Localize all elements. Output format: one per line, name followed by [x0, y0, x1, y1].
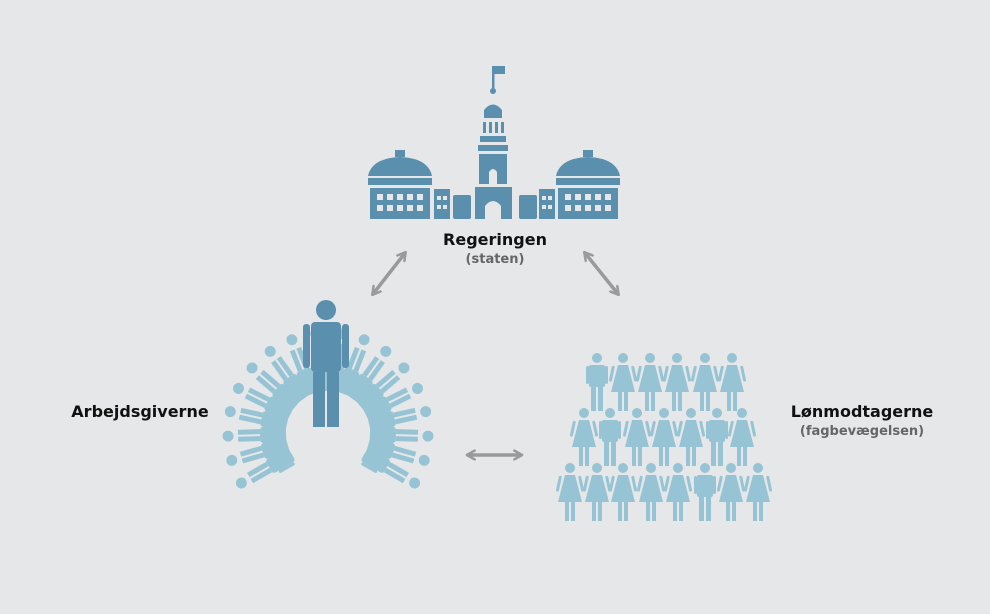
ring-person-icon — [246, 362, 302, 413]
woman-person-icon — [635, 353, 665, 411]
man-person-icon — [599, 408, 621, 466]
woman-person-icon — [636, 463, 666, 521]
employees-subtitle: (fagbevægelsen) — [799, 424, 925, 439]
woman-person-icon — [608, 463, 638, 521]
employers-title: Arbejdsgiverne — [71, 402, 209, 421]
woman-person-icon — [569, 408, 599, 466]
man-person-icon — [694, 463, 716, 521]
arrow-government-employees — [585, 253, 618, 294]
woman-person-icon — [608, 353, 638, 411]
employers-label: Arbejdsgiverne — [58, 402, 222, 421]
woman-person-icon — [662, 353, 692, 411]
woman-person-icon — [717, 353, 747, 411]
ring-person-icon — [369, 423, 434, 446]
ring-person-icon — [361, 446, 421, 489]
woman-person-icon — [716, 463, 746, 521]
woman-person-icon — [582, 463, 612, 521]
woman-person-icon — [727, 408, 757, 466]
employees-label: Lønmodtagerne (fagbevægelsen) — [778, 402, 946, 439]
man-person-icon — [586, 353, 608, 411]
woman-person-icon — [649, 408, 679, 466]
government-label: Regeringen (staten) — [412, 230, 578, 267]
employees-title: Lønmodtagerne — [790, 402, 934, 421]
woman-person-icon — [676, 408, 706, 466]
government-title: Regeringen — [443, 230, 547, 249]
employees-crowd-icon — [555, 353, 773, 521]
woman-person-icon — [555, 463, 585, 521]
arrow-government-employers — [373, 253, 405, 294]
government-subtitle: (staten) — [465, 252, 525, 267]
woman-person-icon — [743, 463, 773, 521]
man-person-icon — [706, 408, 728, 466]
ring-person-icon — [345, 345, 392, 403]
woman-person-icon — [663, 463, 693, 521]
woman-person-icon — [690, 353, 720, 411]
parliament-building-icon — [368, 66, 620, 219]
employer-person-icon — [303, 300, 349, 427]
woman-person-icon — [622, 408, 652, 466]
